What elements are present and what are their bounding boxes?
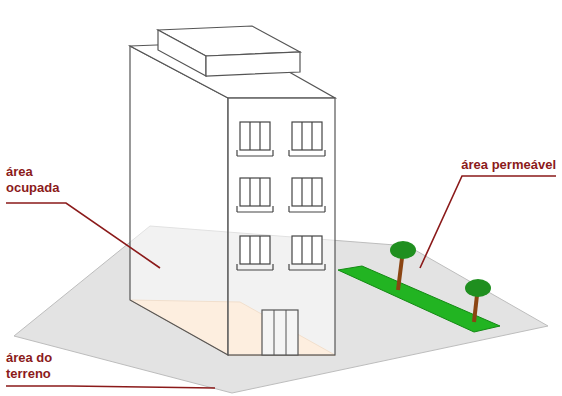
windows	[237, 122, 325, 270]
leader-line	[6, 386, 215, 388]
door	[262, 310, 298, 355]
tree	[390, 241, 416, 290]
door-line	[274, 310, 275, 355]
permeable-strip	[338, 266, 500, 332]
leader-line	[6, 203, 160, 268]
roof-block-front	[206, 52, 300, 76]
leader-line	[420, 176, 556, 268]
area-label: área ocupada	[6, 164, 68, 197]
area-label: área permeável	[461, 157, 556, 173]
building-side	[130, 46, 228, 355]
tree	[465, 279, 491, 322]
door-line	[286, 310, 287, 355]
area-label: área do terreno	[6, 350, 68, 383]
building-front	[228, 98, 335, 355]
roof-block-side	[158, 30, 206, 76]
